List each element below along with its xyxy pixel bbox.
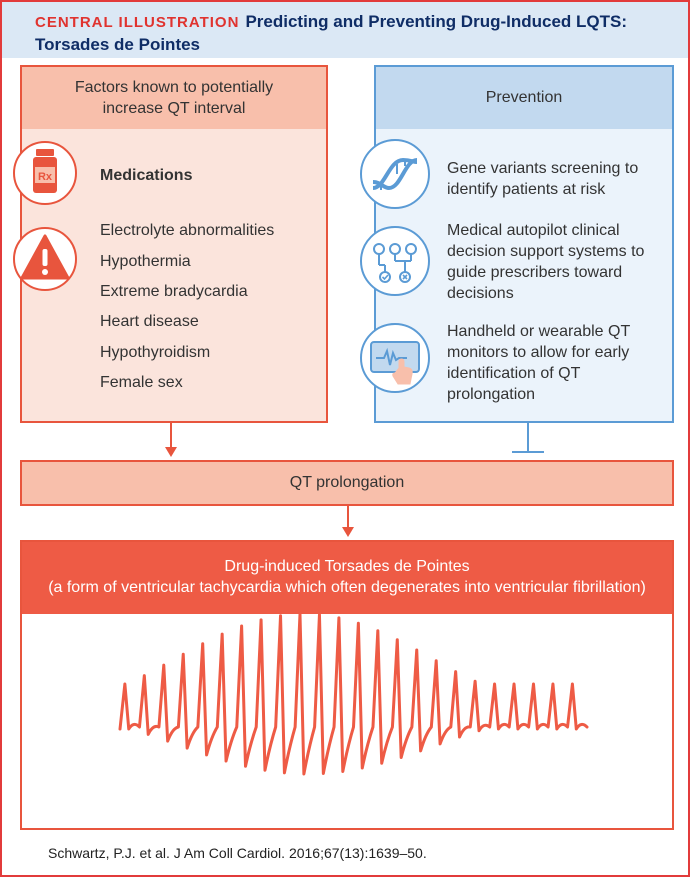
header-label: CENTRAL ILLUSTRATION <box>35 14 240 31</box>
factor-item: Extreme bradycardia <box>100 283 248 300</box>
medications-label: Medications <box>100 167 193 184</box>
arrow-head <box>165 447 177 457</box>
svg-text:Rx: Rx <box>38 171 53 183</box>
factors-heading-text: Factors known to potentially increase QT… <box>74 79 274 117</box>
factor-item: Hypothermia <box>100 253 191 270</box>
header-title: Predicting and Preventing Drug-Induced L… <box>35 12 628 54</box>
arrow-head <box>342 527 354 537</box>
tdp-title: Drug-induced Torsades de Pointes <box>224 558 470 575</box>
ecg-tablet-icon <box>360 323 430 393</box>
factor-item: Hypothyroidism <box>100 344 211 361</box>
factor-item: Female sex <box>100 374 183 391</box>
prevention-heading: Prevention <box>376 67 672 129</box>
dna-icon <box>360 139 430 209</box>
prevention-item: Medical autopilot clinical decision supp… <box>447 222 645 302</box>
decision-tree-icon <box>360 226 430 296</box>
citation: Schwartz, P.J. et al. J Am Coll Cardiol.… <box>48 845 427 861</box>
tdp-heading: Drug-induced Torsades de Pointes (a form… <box>22 542 672 614</box>
prevention-item: Gene variants screening to identify pati… <box>447 160 639 198</box>
factor-item: Heart disease <box>100 313 199 330</box>
medication-bottle-icon: Rx <box>13 141 77 205</box>
tdp-panel: Drug-induced Torsades de Pointes (a form… <box>20 540 674 830</box>
factors-heading: Factors known to potentially increase QT… <box>22 67 326 129</box>
warning-icon <box>13 227 77 291</box>
tdp-subtitle: (a form of ventricular tachycardia which… <box>48 579 646 596</box>
qt-prolongation-box: QT prolongation <box>20 460 674 506</box>
prevention-item: Handheld or wearable QT monitors to allo… <box>447 323 630 403</box>
ecg-waveform <box>118 614 589 776</box>
ecg-trace <box>118 614 589 776</box>
factor-item: Electrolyte abnormalities <box>100 222 275 239</box>
